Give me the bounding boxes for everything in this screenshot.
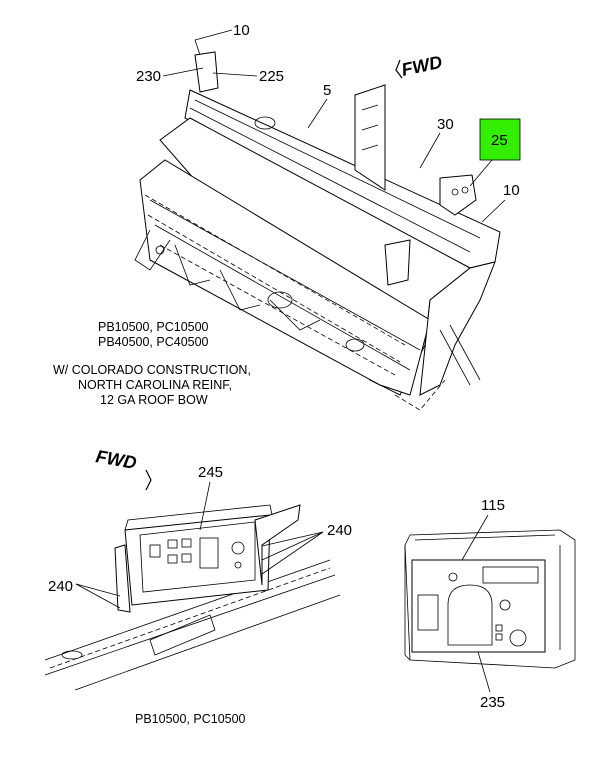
models-top-line-2: PB40500, PC40500	[98, 335, 209, 349]
callout-10-right: 10	[503, 182, 520, 199]
callout-25-highlight-box	[479, 118, 521, 161]
callout-245: 245	[198, 464, 223, 481]
fwd-label-mid: FWD	[94, 446, 138, 473]
fwd-label-top: FWD	[400, 52, 444, 80]
dash-panel-assembly	[404, 529, 576, 669]
callout-30: 30	[437, 116, 454, 133]
callout-235: 235	[480, 694, 505, 711]
callout-225: 225	[259, 68, 284, 85]
callout-240-left: 240	[48, 578, 73, 595]
callouts-mid-right: 115 235	[461, 497, 505, 711]
callouts-top: 10 230 225 5 30 25 10	[136, 22, 521, 223]
callout-115: 115	[481, 497, 505, 514]
callouts-mid-left: 245 240 240	[48, 464, 352, 609]
option-note-line-2: NORTH CAROLINA REINF,	[78, 378, 232, 392]
fwd-arrow-mid: FWD	[94, 446, 152, 491]
models-top-line-1: PB10500, PC10500	[98, 320, 209, 334]
option-note-line-3: 12 GA ROOF BOW	[100, 393, 208, 407]
option-note-line-1: W/ COLORADO CONSTRUCTION,	[53, 363, 251, 377]
callout-230: 230	[136, 68, 161, 85]
callout-10-top: 10	[233, 22, 250, 39]
callout-240-right: 240	[327, 522, 352, 539]
models-bottom: PB10500, PC10500	[135, 712, 246, 726]
notes-top: PB10500, PC10500 PB40500, PC40500 W/ COL…	[53, 320, 251, 407]
fwd-arrow-top: FWD	[395, 52, 444, 80]
callout-25: 25	[491, 132, 508, 149]
panel-245-assembly	[44, 504, 341, 691]
callout-5: 5	[323, 82, 331, 99]
roof-bow-assembly	[134, 51, 501, 411]
